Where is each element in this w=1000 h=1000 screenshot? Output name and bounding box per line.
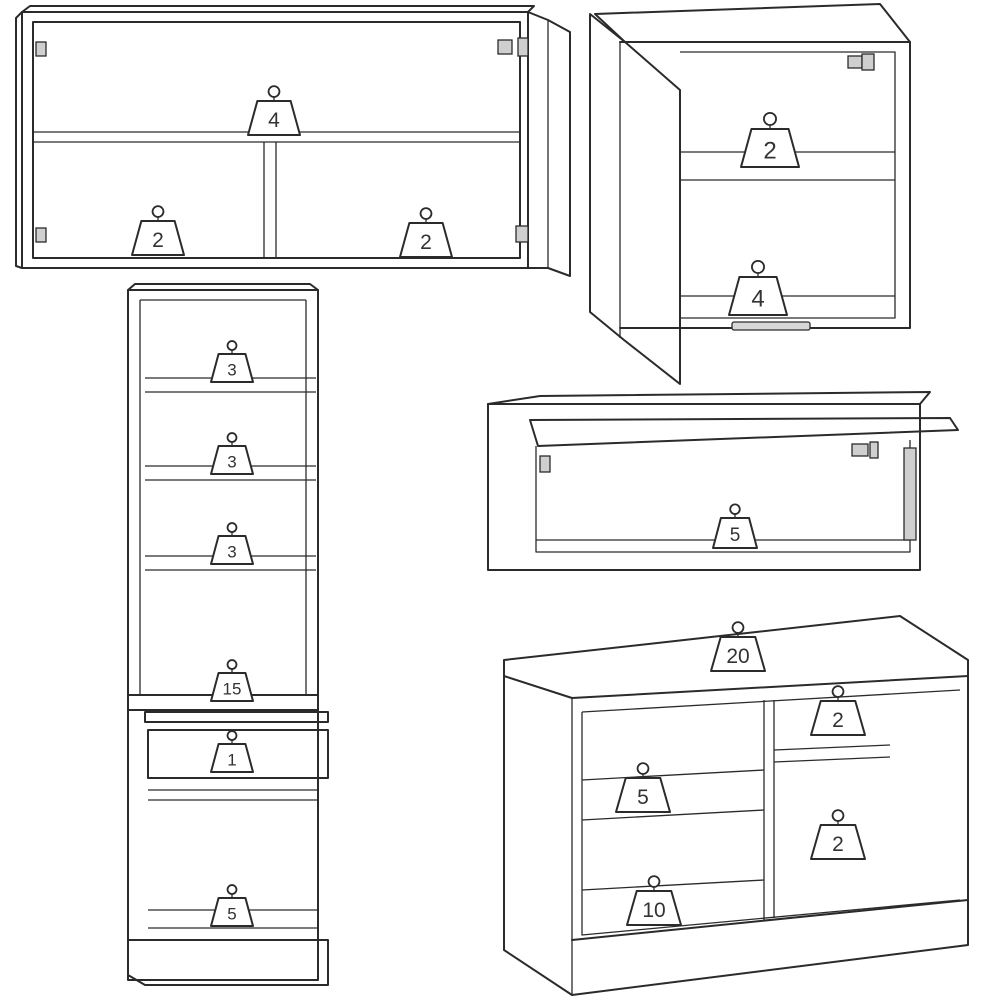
weight-icon-base-cabinet-drawer-upper: 2 <box>810 685 866 736</box>
weight-label: 15 <box>223 680 242 699</box>
weight-icon-wall-cabinet-single-door-bottom: 4 <box>728 259 788 316</box>
weight-label: 3 <box>227 543 236 562</box>
weight-icon-wall-cabinet-lift-up-door-bottom: 5 <box>712 503 758 549</box>
weight-label: 2 <box>763 138 776 165</box>
single-door-wall-cabinet <box>589 3 911 385</box>
weight-label: 2 <box>420 231 432 254</box>
weight-icon-wall-cabinet-single-door-shelf: 2 <box>740 111 800 168</box>
weight-icon-tall-open-shelf-unit-shelf-2: 3 <box>210 432 254 475</box>
weight-icon-wide-wall-cabinet-two-doors-bottom-right: 2 <box>399 207 453 258</box>
weight-label: 3 <box>227 453 236 472</box>
weight-icon-tall-open-shelf-unit-drawer: 1 <box>210 730 254 773</box>
weight-label: 2 <box>832 709 844 732</box>
weight-icon-base-cabinet-drawer-lower: 2 <box>810 809 866 860</box>
tall-shelf-unit <box>127 283 329 986</box>
weight-label: 2 <box>832 833 844 856</box>
weight-label: 2 <box>152 229 164 252</box>
weight-icon-base-cabinet-bottom: 10 <box>626 875 682 926</box>
base-cabinet <box>503 615 969 996</box>
weight-label: 5 <box>227 905 236 924</box>
wide-wall-cabinet <box>15 5 571 277</box>
weight-label: 4 <box>268 109 280 132</box>
weight-label: 10 <box>642 899 665 922</box>
weight-icon-wide-wall-cabinet-two-doors-upper-shelf: 4 <box>247 85 301 136</box>
weight-icon-tall-open-shelf-unit-shelf-1: 3 <box>210 340 254 383</box>
weight-label: 5 <box>730 525 741 546</box>
weight-icon-wide-wall-cabinet-two-doors-bottom-left: 2 <box>131 205 185 256</box>
weight-label: 1 <box>227 751 236 770</box>
weight-label: 3 <box>227 361 236 380</box>
weight-icon-tall-open-shelf-unit-bottom: 5 <box>210 884 254 927</box>
weight-label: 5 <box>637 786 649 809</box>
weight-label: 4 <box>751 286 764 313</box>
weight-icon-base-cabinet-shelf: 5 <box>615 762 671 813</box>
weight-icon-base-cabinet-top: 20 <box>710 621 766 672</box>
weight-label: 20 <box>726 645 749 668</box>
weight-icon-tall-open-shelf-unit-shelf-3: 3 <box>210 522 254 565</box>
weight-icon-tall-open-shelf-unit-countertop: 15 <box>210 659 254 702</box>
